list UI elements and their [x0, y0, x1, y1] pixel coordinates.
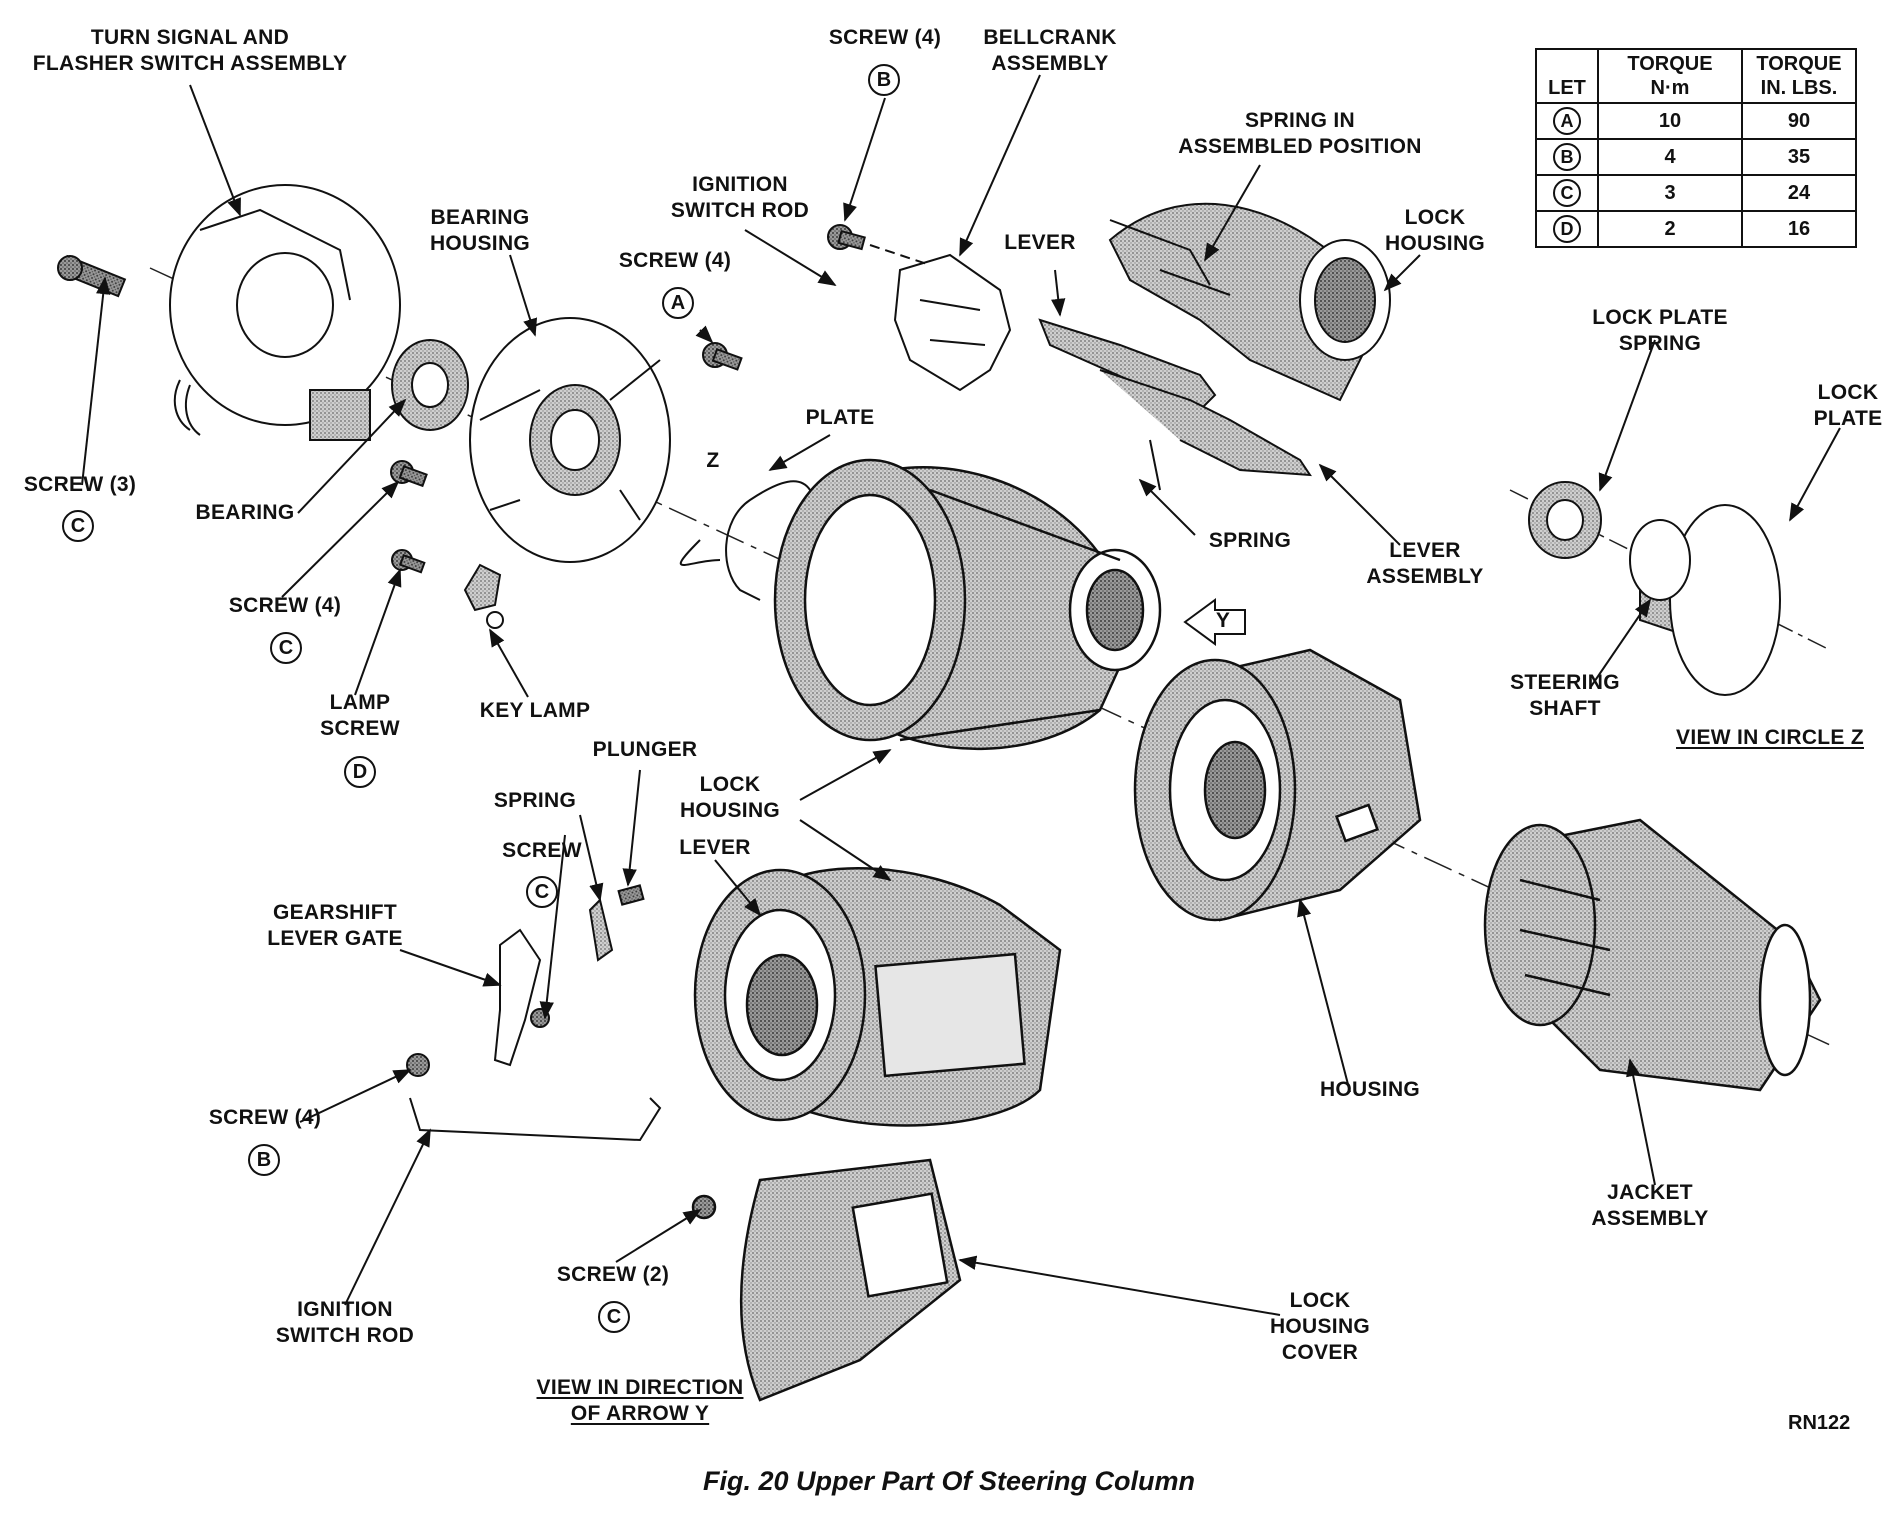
bearing-housing-part [469, 317, 671, 563]
label-screw-c: SCREW [502, 839, 582, 862]
letter-circle-c-screw: C [526, 876, 558, 908]
letter-circle-d: D [344, 756, 376, 788]
lever-part [1038, 318, 1312, 491]
row-nm: 3 [1597, 174, 1743, 212]
row-nm: 10 [1597, 102, 1743, 140]
lower-small-parts [406, 884, 662, 1142]
housing-part [1133, 648, 1422, 922]
lock-housing-cover-part [691, 1158, 962, 1402]
label-key-lamp: KEY LAMP [479, 699, 591, 722]
label-screw-4-lower: SCREW (4) [208, 1106, 322, 1129]
header-let: LET [1535, 48, 1599, 104]
label-screw-4-c: SCREW (4) [228, 594, 342, 617]
label-view-circle-z: VIEW IN CIRCLE Z [1676, 726, 1864, 749]
row-letter: C [1535, 174, 1599, 212]
bearing-part [391, 339, 469, 431]
label-screw-3: SCREW (3) [23, 473, 137, 496]
letter-circle-b-top: B [868, 64, 900, 96]
label-plunger: PLUNGER [592, 738, 698, 761]
table-row: C 3 24 [1535, 174, 1857, 212]
small-screws [390, 460, 504, 629]
lock-housing-lower-part [693, 866, 1062, 1127]
label-screw-4-top: SCREW (4) [828, 26, 942, 49]
letter-circle-b-lower: B [248, 1144, 280, 1176]
label-lever-lower: LEVER [679, 836, 751, 859]
label-z: Z [706, 449, 720, 472]
row-letter: B [1535, 138, 1599, 176]
row-letter: D [1535, 210, 1599, 248]
plate-part [679, 480, 811, 601]
screw-a-part [702, 342, 743, 371]
screw-3-part [57, 254, 127, 298]
letter-circle-c-screw2: C [598, 1301, 630, 1333]
letter-circle-c-screw4: C [270, 632, 302, 664]
leader-lines [81, 74, 1841, 1316]
row-inlbs: 90 [1741, 102, 1857, 140]
row-inlbs: 16 [1741, 210, 1857, 248]
label-bearing: BEARING [195, 501, 295, 524]
view-z-parts [1528, 481, 1781, 696]
row-nm: 2 [1597, 210, 1743, 248]
row-inlbs: 24 [1741, 174, 1857, 212]
label-y: Y [1215, 609, 1231, 632]
figure-caption: Fig. 20 Upper Part Of Steering Column [702, 1466, 1196, 1496]
table-row: D 2 16 [1535, 210, 1857, 248]
bellcrank-part [827, 224, 1012, 392]
jacket-assembly-part [1483, 818, 1822, 1092]
arrow-y-symbol [1183, 598, 1246, 646]
letter-circle-a: A [662, 287, 694, 319]
label-housing: HOUSING [1319, 1078, 1421, 1101]
label-plate: PLATE [805, 406, 875, 429]
label-screw-2: SCREW (2) [556, 1263, 670, 1286]
table-row: A 10 90 [1535, 102, 1857, 140]
label-screw-4-a: SCREW (4) [618, 249, 732, 272]
label-spring-lower: SPRING [493, 789, 577, 812]
letter-circle-c-screw3: C [62, 510, 94, 542]
table-row: B 4 35 [1535, 138, 1857, 176]
label-spring-mid: SPRING [1208, 529, 1292, 552]
row-inlbs: 35 [1741, 138, 1857, 176]
lock-housing-upper-part [773, 458, 1162, 751]
figure-code: RN122 [1788, 1412, 1851, 1434]
label-lever-top: LEVER [1004, 231, 1076, 254]
turn-signal-switch-part [169, 184, 401, 441]
row-letter: A [1535, 102, 1599, 140]
lock-housing-top-part [1108, 202, 1391, 402]
row-nm: 4 [1597, 138, 1743, 176]
